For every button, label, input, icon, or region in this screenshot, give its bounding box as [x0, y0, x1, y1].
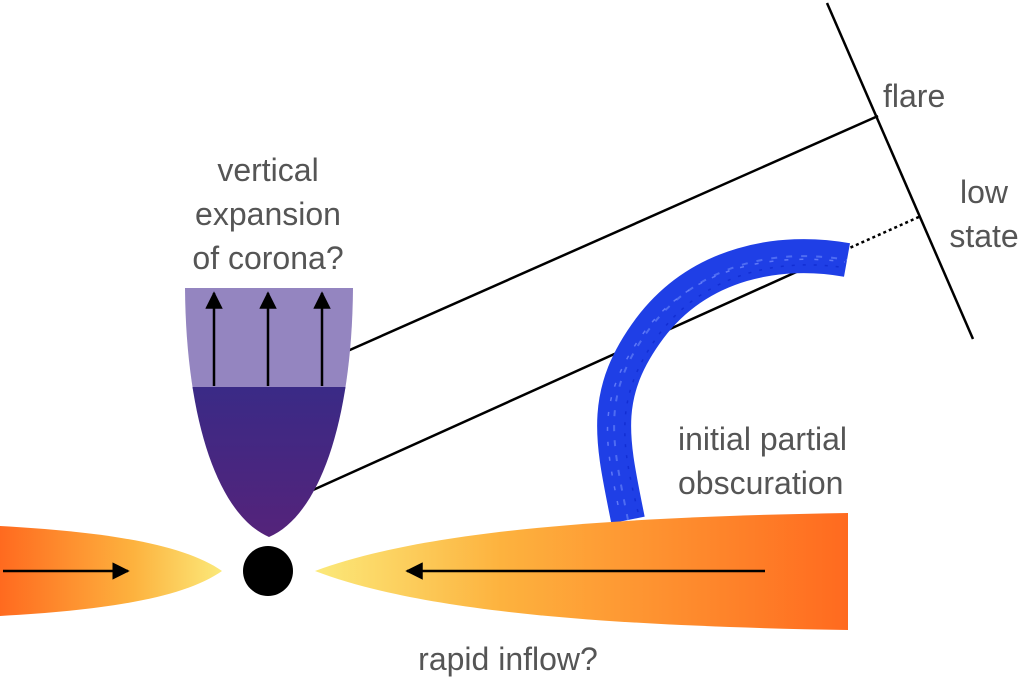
corona-label-line1: vertical — [217, 152, 318, 188]
low-state-label-line1: low — [960, 174, 1009, 210]
corona — [185, 288, 353, 537]
black-hole — [243, 546, 293, 596]
low-state-label-line2: state — [949, 218, 1018, 254]
inflow-label: rapid inflow? — [418, 641, 598, 677]
observer-plane-line — [825, 2, 975, 340]
flare-sightline — [342, 114, 879, 355]
expansion-arrows — [205, 291, 331, 386]
corona-label-line3: of corona? — [192, 240, 343, 276]
corona-label-line2: expansion — [195, 196, 341, 232]
obscuration-label-line2: obscuration — [678, 465, 843, 501]
corona-core-region — [185, 387, 353, 537]
low-state-sightline — [312, 248, 846, 492]
flare-label: flare — [883, 78, 945, 114]
obscuring-cloud — [597, 239, 850, 524]
corona-expanded-region — [185, 288, 353, 389]
low-state-sightline-dotted — [844, 214, 922, 252]
obscuration-label-line1: initial partial — [678, 421, 847, 457]
